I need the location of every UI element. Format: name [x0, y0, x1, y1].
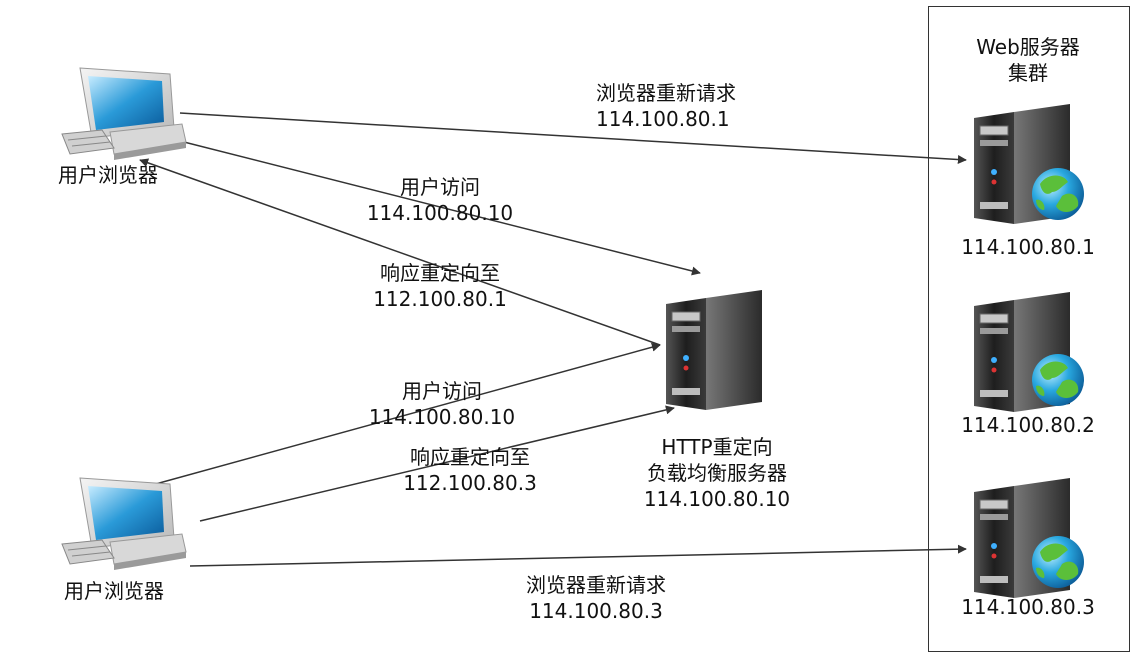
edge-top-redirect-label: 响应重定向至 112.100.80.1: [350, 260, 530, 312]
cluster-title: Web服务器 集群: [938, 34, 1118, 86]
edge-bottom-rerequest: [189, 544, 967, 567]
web-server-2-ip: 114.100.80.2: [961, 413, 1095, 437]
edge-top-rerequest-line2: 114.100.80.1: [596, 107, 730, 131]
web-server-1-ip: 114.100.80.1: [961, 235, 1095, 259]
edge-bottom-access-line1: 用户访问: [402, 379, 482, 403]
load-balancer-label: HTTP重定向 负载均衡服务器 114.100.80.10: [602, 434, 832, 512]
edge-bottom-access-label: 用户访问 114.100.80.10: [352, 378, 532, 430]
edge-bottom-access: [151, 342, 661, 486]
load-balancer-line2: 负载均衡服务器: [647, 461, 787, 485]
edge-bottom-access-line2: 114.100.80.10: [368, 405, 516, 429]
edge-bottom-redirect-label: 响应重定向至 112.100.80.3: [380, 444, 560, 496]
cluster-title-line2: 集群: [1008, 61, 1048, 85]
edge-top-redirect-line1: 响应重定向至: [380, 261, 500, 285]
edge-bottom-rerequest-label: 浏览器重新请求 114.100.80.3: [506, 572, 686, 624]
web-server-3-ip: 114.100.80.3: [961, 595, 1095, 619]
edge-bottom-rerequest-line2: 114.100.80.3: [529, 599, 663, 623]
edge-top-redirect: [139, 158, 661, 346]
edge-bottom-redirect-line1: 响应重定向至: [410, 445, 530, 469]
edge-top-rerequest: [179, 112, 967, 165]
client-top-label: 用户浏览器: [58, 163, 158, 187]
load-balancer-line1: HTTP重定向: [661, 435, 773, 459]
edge-top-rerequest-line1: 浏览器重新请求: [596, 81, 736, 105]
edges: [139, 112, 967, 567]
edge-top-redirect-line2: 112.100.80.1: [373, 287, 507, 311]
edge-top-access-line2: 114.100.80.10: [366, 201, 514, 225]
edge-bottom-rerequest-line1: 浏览器重新请求: [526, 573, 666, 597]
edge-bottom-redirect-line2: 112.100.80.3: [403, 471, 537, 495]
edge-top-rerequest-label: 浏览器重新请求 114.100.80.1: [596, 80, 736, 132]
edge-top-access-label: 用户访问 114.100.80.10: [350, 174, 530, 226]
client-top-icon: [61, 67, 187, 161]
edge-top-access-line1: 用户访问: [400, 175, 480, 199]
load-balancer-line3: 114.100.80.10: [643, 487, 791, 511]
edge-top-access: [179, 140, 701, 276]
client-bottom-icon: [61, 477, 187, 571]
cluster-title-line1: Web服务器: [976, 35, 1080, 59]
web-cluster-box: [928, 6, 1130, 652]
client-bottom-label: 用户浏览器: [64, 579, 164, 603]
edge-bottom-redirect: [199, 405, 675, 522]
load-balancer-server-icon: [665, 289, 763, 411]
